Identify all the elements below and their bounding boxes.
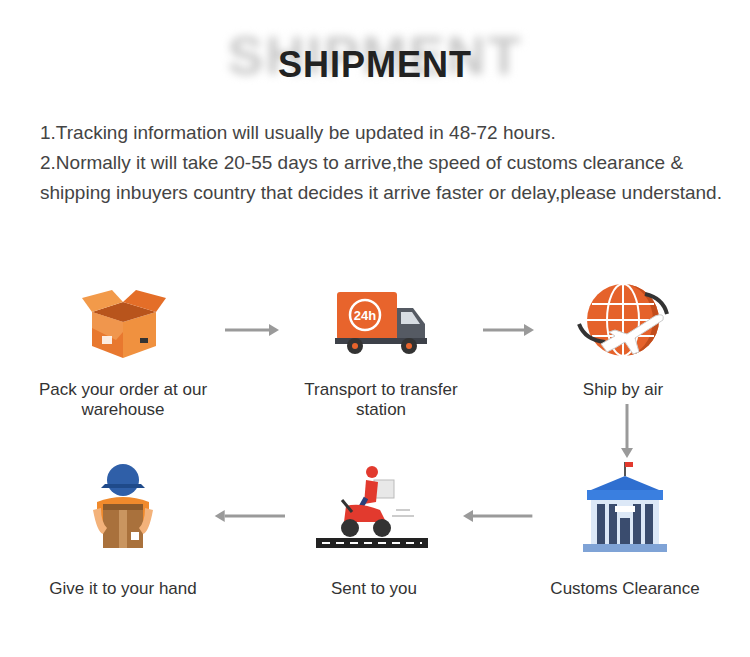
- arrow-head: [463, 510, 473, 522]
- flow-arrow: [463, 510, 532, 522]
- step-icon: [316, 462, 428, 554]
- step-node: Give it to your hand: [45, 462, 200, 601]
- arrow-shaft: [225, 329, 269, 332]
- step-icon: [575, 280, 671, 364]
- step-label: Customs Clearance: [546, 579, 703, 599]
- arrow-shaft: [626, 404, 629, 448]
- step-icon: [577, 462, 673, 554]
- step-label: Give it to your hand: [45, 579, 200, 599]
- step-icon: [78, 282, 168, 362]
- step-node: Transport to transfer station: [293, 282, 469, 422]
- flow-arrow: [483, 324, 534, 336]
- step-label: Sent to you: [299, 579, 449, 599]
- step-node: Sent to you: [299, 462, 449, 601]
- title: SHIPMENT: [0, 44, 750, 86]
- note-text: 2.Normally it will take 20-55 days to ar…: [40, 148, 730, 208]
- arrow-head: [524, 324, 534, 336]
- step-label: Ship by air: [548, 380, 698, 400]
- arrow-head: [215, 510, 225, 522]
- arrow-head: [269, 324, 279, 336]
- step-icon: [333, 282, 429, 362]
- note-text: 1.Tracking information will usually be u…: [40, 118, 730, 148]
- arrow-shaft: [225, 515, 285, 518]
- flow-arrow: [621, 404, 633, 458]
- step-node: Pack your order at our warehouse: [35, 282, 211, 422]
- step-node: Customs Clearance: [546, 462, 703, 601]
- step-node: Ship by air: [548, 280, 698, 402]
- step-label: Pack your order at our warehouse: [35, 380, 211, 420]
- truck-label: 24h: [354, 308, 376, 323]
- arrow-shaft: [483, 329, 524, 332]
- arrow-head: [621, 448, 633, 458]
- step-label: Transport to transfer station: [293, 380, 469, 420]
- step-icon: [83, 462, 163, 554]
- flow-arrow: [215, 510, 285, 522]
- arrow-shaft: [473, 515, 532, 518]
- flow-arrow: [225, 324, 279, 336]
